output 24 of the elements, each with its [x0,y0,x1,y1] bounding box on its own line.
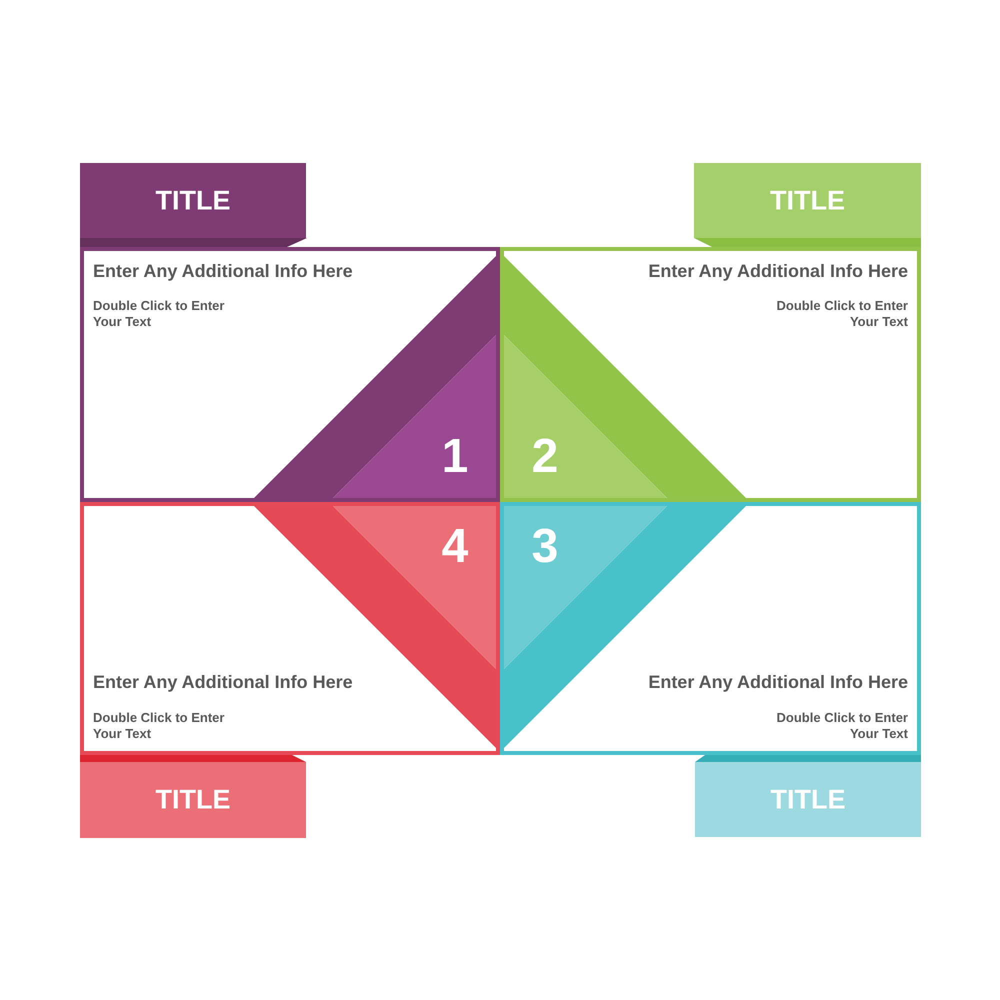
panel-body-text: Double Click to Enter Your Text [776,298,908,330]
panel-body-text: Double Click to Enter Your Text [93,710,226,742]
panel-heading: Enter Any Additional Info Here [93,260,353,282]
panel-heading: Enter Any Additional Info Here [648,671,908,693]
banner-title: TITLE [156,786,230,814]
panel-heading: Enter Any Additional Info Here [93,671,353,693]
info-panel [500,502,921,755]
step-number: 1 [442,433,468,481]
banner-title: TITLE [770,187,845,214]
panel-body-text: Double Click to Enter Your Text [93,298,226,330]
title-banner [80,163,306,238]
panel-body-text: Double Click to Enter Your Text [776,710,908,742]
banner-title: TITLE [770,786,846,813]
title-banner [694,163,921,238]
info-panel [80,502,500,755]
step-number: 3 [532,523,558,571]
step-number: 2 [532,433,558,481]
step-number: 4 [442,523,468,571]
title-banner [695,762,921,837]
panel-heading: Enter Any Additional Info Here [648,260,908,282]
info-panel [80,247,500,502]
info-panel [500,247,921,502]
title-banner [80,762,306,838]
banner-title: TITLE [156,187,230,214]
